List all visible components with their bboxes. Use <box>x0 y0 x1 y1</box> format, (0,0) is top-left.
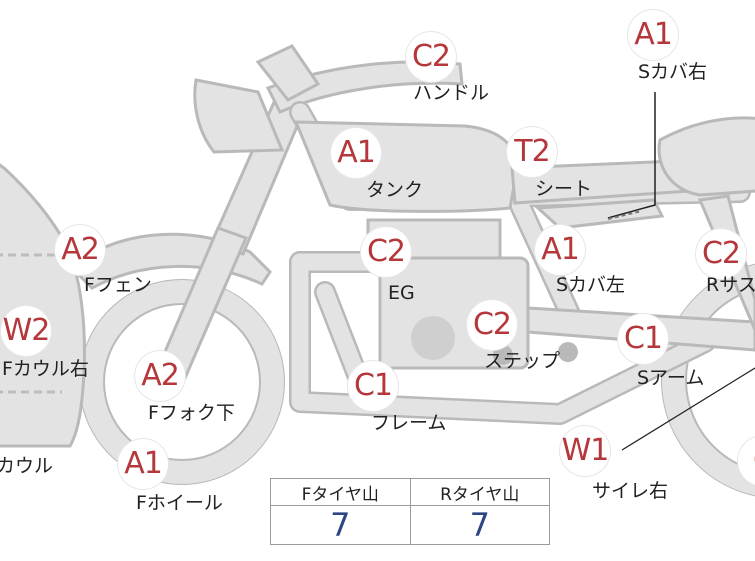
front-tire-value[interactable]: 7 <box>270 505 411 545</box>
tire-tread-table: Fタイヤ山 Rタイヤ山 7 7 <box>270 478 550 545</box>
badge-t2-seat[interactable]: T2 <box>507 127 557 177</box>
badge-a2-ffender[interactable]: A2 <box>55 225 105 275</box>
badge-c2-engine[interactable]: C2 <box>361 227 411 277</box>
engine-cover <box>411 316 455 360</box>
label-tank: タンク <box>366 179 424 201</box>
front-cowl <box>0 163 86 448</box>
label-engine: EG <box>388 282 415 304</box>
label-fwheel: Fホイール <box>136 492 223 514</box>
label-scover-right: Sカバ右 <box>638 61 708 83</box>
step <box>493 342 578 365</box>
badge-c1-sarm[interactable]: C1 <box>618 314 668 364</box>
label-fcowl-right: Fカウル右 <box>2 358 89 380</box>
label-handle: ハンドル <box>413 82 490 104</box>
label-fcowl: カウル <box>0 455 54 477</box>
rear-wheel <box>661 263 755 497</box>
front-tire-header: Fタイヤ山 <box>270 478 411 506</box>
leader-line-scover-right <box>607 92 656 219</box>
badge-c2-handle[interactable]: C2 <box>406 32 456 82</box>
badge-w1-side-right[interactable]: W1 <box>560 426 610 476</box>
label-step: ステップ <box>484 350 561 372</box>
label-frame: フレーム <box>371 412 447 434</box>
badge-a1-tank[interactable]: A1 <box>331 128 381 178</box>
leader-line-side-right <box>621 367 755 451</box>
label-ffender: Fフェン <box>84 274 152 296</box>
rear-cowl <box>657 116 755 197</box>
handle-grip <box>255 44 321 102</box>
label-side-right: サイレ右 <box>592 480 669 502</box>
badge-w2-fcowl-right[interactable]: W2 <box>1 306 51 356</box>
headlight <box>193 78 285 154</box>
label-seat: シート <box>535 178 593 200</box>
label-rsus: Rサス <box>706 274 755 296</box>
rear-tire-header: Rタイヤ山 <box>409 478 550 506</box>
leader-dash-scover-right <box>607 210 643 220</box>
tire-table-value-row: 7 7 <box>270 505 550 545</box>
label-scover-left: Sカバ左 <box>556 274 626 296</box>
badge-a1-scover-right[interactable]: A1 <box>628 10 678 60</box>
front-wheel <box>79 279 285 485</box>
tire-table-header-row: Fタイヤ山 Rタイヤ山 <box>270 478 550 506</box>
label-sarm: Sアーム <box>637 367 705 389</box>
rear-tire-value[interactable]: 7 <box>409 505 550 545</box>
badge-c1-frame[interactable]: C1 <box>348 361 398 411</box>
badge-c2-rsus[interactable]: C2 <box>696 229 746 279</box>
label-ffork: Fフォク下 <box>148 402 235 424</box>
side-cover <box>534 198 665 230</box>
badge-c2-step[interactable]: C2 <box>467 300 517 350</box>
badge-a2-ffork[interactable]: A2 <box>135 351 185 401</box>
badge-c-rwheel[interactable]: C <box>738 436 755 486</box>
badge-a1-fwheel[interactable]: A1 <box>118 439 168 489</box>
badge-a1-scover-left[interactable]: A1 <box>535 225 585 275</box>
